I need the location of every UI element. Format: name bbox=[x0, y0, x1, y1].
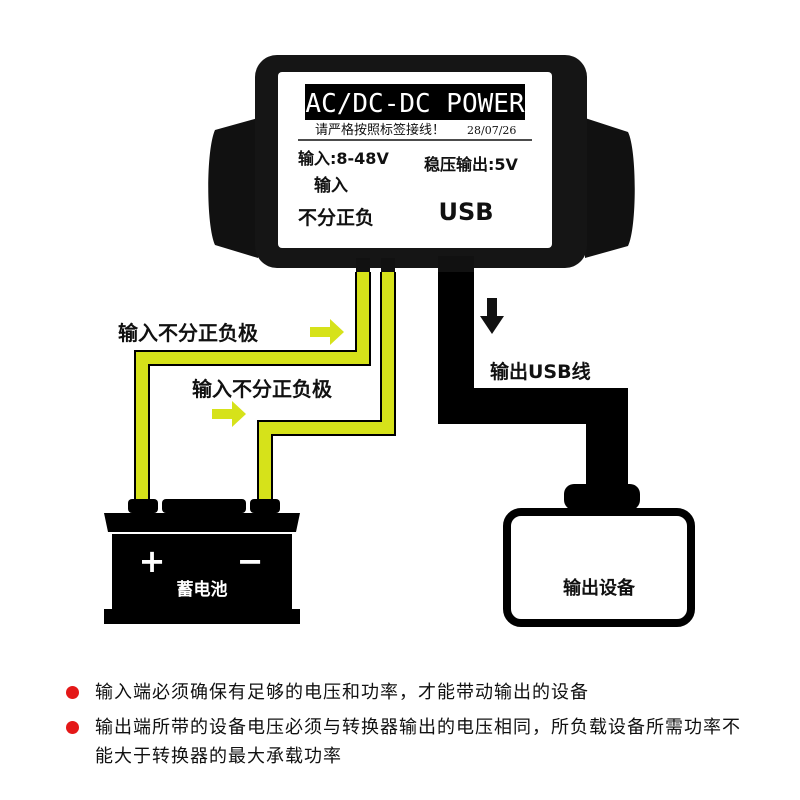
output-device-box bbox=[503, 508, 695, 627]
module-input-label: 输入 bbox=[314, 175, 348, 196]
module-input-range: 输入:8-48V bbox=[298, 149, 389, 168]
input-wire-1 bbox=[135, 272, 370, 506]
output-device: 输出设备 bbox=[503, 484, 695, 627]
battery-plus-icon: + bbox=[139, 542, 166, 580]
bullet-icon bbox=[66, 686, 79, 699]
module-output-type: USB bbox=[438, 198, 493, 226]
module-date-code: 28/07/26 bbox=[467, 124, 516, 137]
battery-minus-icon: − bbox=[237, 542, 264, 580]
converter-module: AC/DC-DC POWER 请严格按照标签接线！ 28/07/26 输入:8-… bbox=[208, 55, 635, 274]
arrow-down-icon bbox=[480, 298, 504, 334]
note-item: 输入端必须确保有足够的电压和功率，才能带动输出的设备 bbox=[66, 678, 755, 707]
input-wire-2 bbox=[258, 272, 395, 506]
output-device-label: 输出设备 bbox=[563, 577, 636, 599]
usb-cable-grommet bbox=[438, 256, 474, 274]
module-mounting-flange bbox=[208, 118, 635, 258]
note-item: 输出端所带的设备电压必须与转换器输出的电压相同，所负载设备所需功率不能大于转换器… bbox=[66, 713, 755, 771]
note-text: 输出端所带的设备电压必须与转换器输出的电压相同，所负载设备所需功率不能大于转换器… bbox=[95, 717, 741, 767]
wire-label-2: 输入不分正负极 bbox=[192, 377, 333, 401]
arrow-right-icon bbox=[310, 319, 344, 345]
module-polarity-note: 不分正负 bbox=[298, 206, 374, 229]
module-subtitle: 请严格按照标签接线！ bbox=[315, 122, 445, 138]
usb-cable-label: 输出USB线 bbox=[490, 360, 591, 383]
usb-output-cable bbox=[438, 272, 628, 488]
battery-label: 蓄电池 bbox=[177, 579, 228, 600]
input-terminal-1 bbox=[356, 258, 370, 274]
battery: + − 蓄电池 bbox=[104, 499, 300, 624]
input-wires bbox=[135, 272, 395, 506]
module-output-voltage: 稳压输出:5V bbox=[424, 155, 519, 174]
bullet-icon bbox=[66, 721, 79, 734]
wire-label-1: 输入不分正负极 bbox=[118, 321, 259, 345]
input-terminal-2 bbox=[381, 258, 395, 274]
note-text: 输入端必须确保有足够的电压和功率，才能带动输出的设备 bbox=[95, 682, 589, 703]
arrow-right-icon bbox=[212, 401, 246, 427]
module-title-banner bbox=[305, 84, 525, 120]
module-title: AC/DC-DC POWER bbox=[305, 89, 524, 119]
